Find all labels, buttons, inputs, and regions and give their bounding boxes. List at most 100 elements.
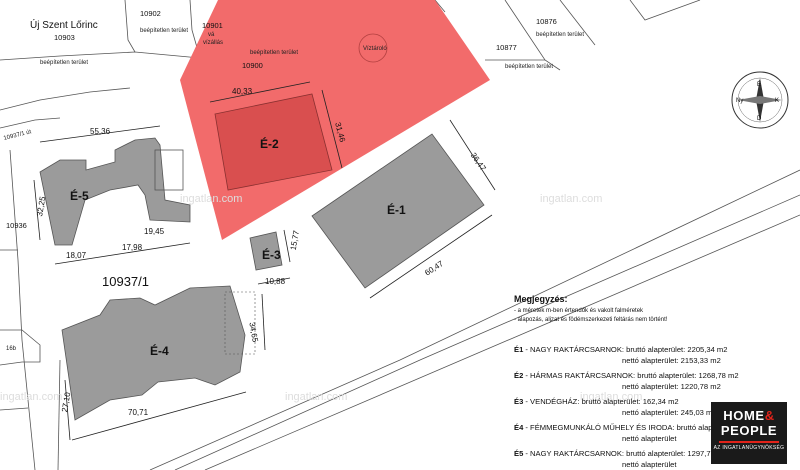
area-name: - NAGY RAKTÁRCSARNOK: [525,345,625,354]
reservoir-marker [358,33,388,63]
notes-title: Megjegyzés: [514,294,568,304]
building-label-e5: É-5 [70,188,89,203]
area-name: - FÉMMEGMUNKÁLÓ MŰHELY ÉS IRODA: [525,423,675,432]
building-label-e3: É-3 [262,247,281,262]
watermark: ingatlan.com [580,391,642,403]
parcel-boundary [629,0,701,21]
compass-south: D [757,116,762,122]
area-gross: bruttó alapterület: 2205,34 m2 [626,345,728,354]
dimension-label: 18,07 [66,251,87,260]
parcel-number-main: 10937/1 [102,274,149,289]
notes-line: - alapozás, aljzat és födémszerkezeti fe… [514,317,668,323]
road-edge [149,169,800,470]
area-net: nettó alapterület: 1220,78 m2 [622,382,721,391]
logo-divider [719,441,779,443]
area-net: nettó alapterület: 245,03 m2 [622,408,717,417]
watermark: ingatlan.com [0,391,62,403]
logo-text: PEOPLE [720,423,778,438]
reservoir-label: Víztároló [363,46,387,52]
dimension-line [54,242,191,265]
parcel-boundary [0,407,29,411]
dimension-line [321,89,343,169]
area-name: - HÁRMAS RAKTÁRCSARNOK: [525,371,636,380]
area-entry-e4: É4 - FÉMMEGMUNKÁLÓ MŰHELY ÉS IRODA: brut… [514,422,734,444]
dimension-line [33,179,41,241]
area-gross: bruttó alapterület [676,423,734,432]
area-gross: bruttó alapterület: 1268,78 m2 [637,371,739,380]
watermark: ingatlan.com [285,391,347,403]
dimension-label: 32,25 [35,195,47,217]
logo-text: HOME [723,408,765,423]
road-label: 10937/1 út [3,129,32,142]
watermark: ingatlan.com [540,193,602,205]
area-code: É2 [514,371,524,380]
parcel-number: 10877 [496,43,517,52]
area-code: É3 [514,397,524,406]
dimension-line [257,277,291,285]
parcel-boundary [434,0,446,13]
building-e2 [214,93,333,191]
parcel-boundary [9,149,36,470]
parcel-number: 10902 [140,9,161,18]
area-net: nettó alapterület: 2153,33 m2 [622,356,721,365]
dimension-line [39,125,161,143]
logo-tagline: AZ INGATLANÜGYNÖKSÉG [713,445,785,451]
parcel-boundary [0,117,61,129]
dimension-label: 10,88 [265,277,286,286]
land-use-label: beépítetlen terület [40,60,88,66]
area-entry-e1: É1 - NAGY RAKTÁRCSARNOK: bruttó alapterü… [514,344,734,366]
compass-needle-icon [738,96,782,104]
parcel-boundary [57,359,61,470]
dimension-label: 19,45 [144,227,165,236]
land-use-label: beépítetlen terület [250,50,298,56]
settlement-name: Új Szent Lőrinc [30,18,98,31]
parcel-boundary [0,329,41,366]
dimension-label: 17,98 [122,243,143,252]
dimension-label: 27,10 [60,391,72,413]
road-edge [204,214,800,470]
compass-north: É [757,81,761,88]
extension-outline [224,291,256,355]
parcel-number: 10903 [54,33,75,42]
dimension-line [369,214,493,299]
dimension-line [64,379,71,441]
road-edge [174,194,800,470]
building-label-e1: É-1 [387,202,406,217]
dimension-label: 40,33 [232,87,253,96]
dimension-line [209,81,311,103]
dimension-label: 55,36 [90,127,111,136]
building-e3 [249,231,283,271]
dimension-label: 36,47 [469,151,488,173]
compass-east: K [775,98,779,104]
compass: É D K Ny [731,71,789,129]
parcel-number: 16b [6,346,17,352]
parcel-boundary [124,0,136,53]
dimension-label: 70,71 [128,408,149,417]
area-list: É1 - NAGY RAKTÁRCSARNOK: bruttó alapterü… [514,344,739,470]
dimension-line [261,293,266,351]
land-use-label: vá [208,32,215,38]
dimension-line [71,391,247,441]
area-entry-e5: É5 - NAGY RAKTÁRCSARNOK: bruttó alapterü… [514,448,734,470]
dimension-line [283,229,291,263]
building-e1 [311,133,485,289]
building-e5 [39,137,191,246]
land-use-label: beépítetlen terület [536,32,584,38]
parcel-boundary [559,0,596,46]
parcel-number: 10900 [242,61,263,70]
area-gross: bruttó alapterület: 162,34 m2 [581,397,679,406]
notes-line: - a méretek m-ben értendők és vakolt fal… [514,308,644,314]
building-e4 [61,285,246,421]
building-label-e4: É-4 [150,343,169,358]
area-entry-e2: É2 - HÁRMAS RAKTÁRCSARNOK: bruttó alapte… [514,370,739,392]
notes-block: Megjegyzés: - a méretek m-ben értendők é… [514,294,724,325]
parcel-number: 10876 [536,17,557,26]
land-use-label: vízállás [203,40,223,46]
parcel-number: 10901 [202,21,223,30]
parcel-number: 10936 [6,221,27,230]
annex-outline [154,149,184,191]
area-code: É5 [514,449,524,458]
compass-west: Ny [736,98,743,104]
land-use-label: beépítetlen terület [140,28,188,34]
